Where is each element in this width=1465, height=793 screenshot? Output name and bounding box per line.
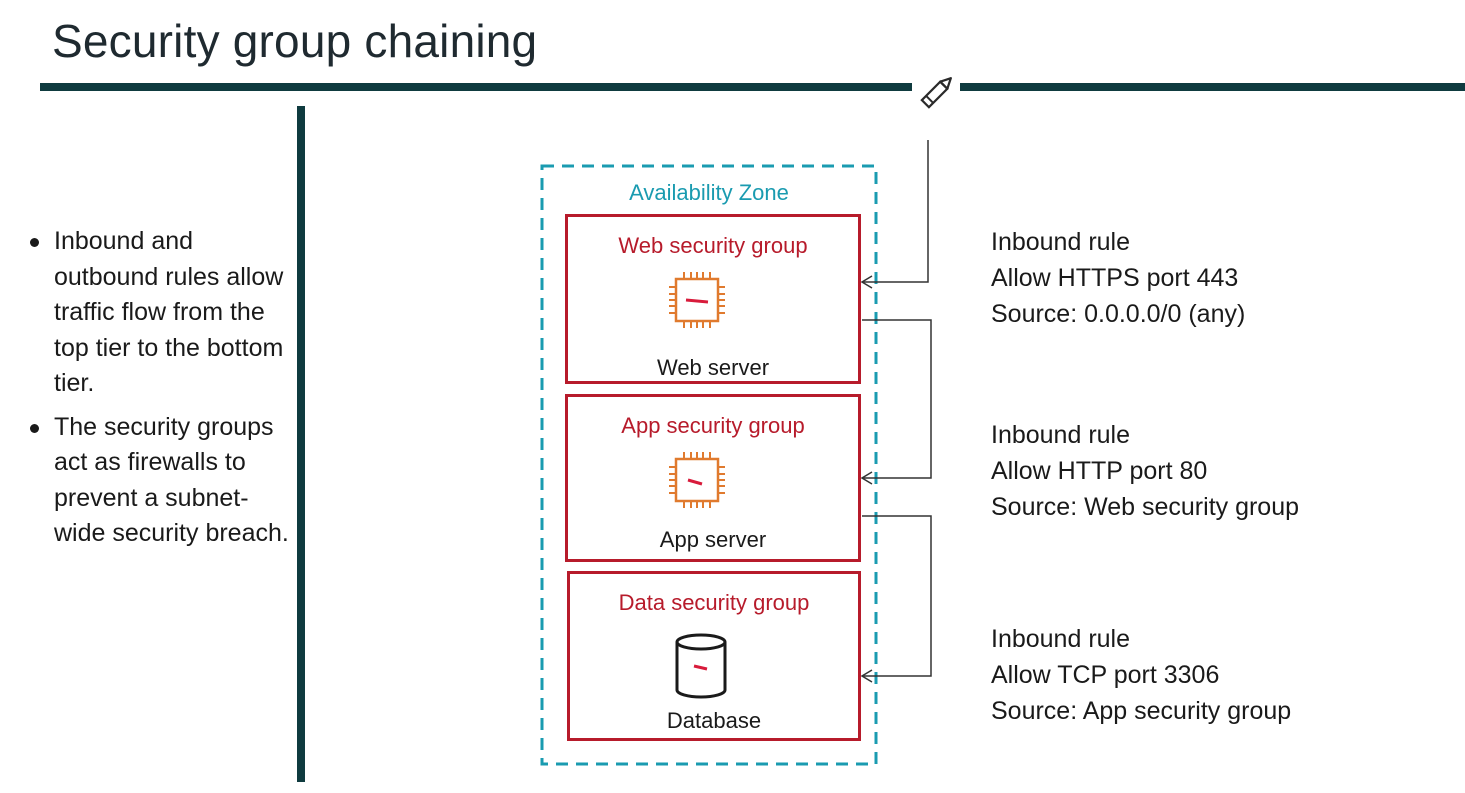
web-security-group: Web security group Web server [565,214,861,384]
rule-heading: Inbound rule [991,421,1131,449]
rule-source: Source: Web security group [991,493,1300,521]
rule-allow: Allow HTTPS port 443 [991,264,1239,292]
database-icon [675,633,727,699]
data-security-group: Data security group Database [567,571,861,741]
resource-label: Database [666,708,762,733]
security-group-title: Web security group [618,233,808,258]
pencil-icon[interactable] [912,72,960,114]
security-group-title: App security group [621,413,805,438]
rule-heading: Inbound rule [991,228,1131,256]
vertical-divider [297,106,305,782]
rule-heading: Inbound rule [991,625,1131,653]
inbound-rule-data: Inbound rule Allow TCP port 3306 Source:… [991,621,1291,729]
rule-source: Source: 0.0.0.0/0 (any) [991,300,1246,328]
resource-label: Web server [656,355,770,380]
security-group-title: Data security group [618,590,810,615]
app-security-group: App security group App server [565,394,861,562]
arrowhead-data [860,669,873,683]
bullet-dot [30,238,39,247]
bullet-text: Inbound and outbound rules allow traffic… [54,227,284,397]
availability-zone-border [540,164,878,766]
bullet-item: The security groups act as firewalls to … [28,410,290,552]
bullet-item: Inbound and outbound rules allow traffic… [28,224,290,402]
resource-label: App server [659,527,767,552]
inbound-rule-web: Inbound rule Allow HTTPS port 443 Source… [991,224,1245,332]
rule-allow: Allow TCP port 3306 [991,661,1220,689]
arrowhead-web [860,275,873,289]
rule-source: Source: App security group [991,697,1292,725]
bullet-text: The security groups act as firewalls to … [54,412,289,548]
connector-app-to-data [862,515,932,677]
connector-web-to-app [862,319,932,479]
availability-zone-label: Availability Zone [629,180,789,205]
ec2-instance-icon [669,272,725,328]
slide-title: Security group chaining [52,15,538,67]
arrowhead-app [860,471,873,485]
rule-allow: Allow HTTP port 80 [991,457,1208,485]
title-divider [40,83,1465,91]
bullet-dot [30,423,39,433]
inbound-rule-app: Inbound rule Allow HTTP port 80 Source: … [991,417,1299,525]
ec2-instance-icon [669,452,725,508]
connector-internet-to-web [862,140,929,283]
bullet-list: Inbound and outbound rules allow traffic… [28,224,290,560]
